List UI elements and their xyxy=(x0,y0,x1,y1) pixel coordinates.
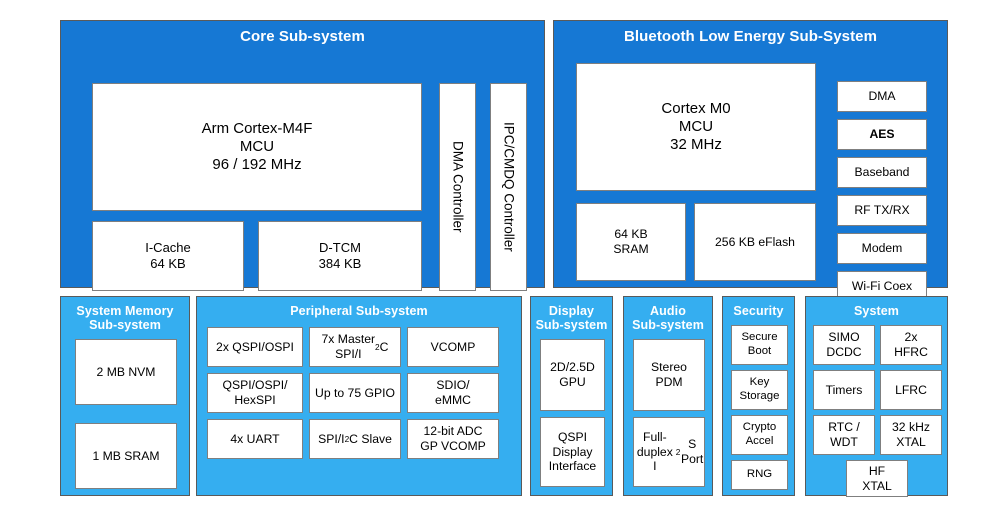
block-sdio-emmc: SDIO/ eMMC xyxy=(407,373,499,413)
block-4x-uart: 4x UART xyxy=(207,419,303,459)
block-cortex-m0: Cortex M0 MCU 32 MHz xyxy=(576,63,816,191)
panel-security-title: Security xyxy=(733,304,784,318)
block-crypto-accel: Crypto Accel xyxy=(731,415,788,455)
panel-system-title: System xyxy=(853,304,900,318)
block-simo-dcdc: SIMO DCDC xyxy=(813,325,875,365)
block-2mb-nvm: 2 MB NVM xyxy=(75,339,177,405)
block-ble-dma: DMA xyxy=(837,81,927,112)
block-stereo-pdm: Stereo PDM xyxy=(633,339,705,411)
panel-system-memory-subsystem-title: System Memory Sub-system xyxy=(76,304,174,332)
block-qspi-display-interface: QSPI Display Interface xyxy=(540,417,605,487)
block-2x-hfrc: 2x HFRC xyxy=(880,325,942,365)
block-rng: RNG xyxy=(731,460,788,490)
block-timers: Timers xyxy=(813,370,875,410)
block-ble-rf-tx-rx: RF TX/RX xyxy=(837,195,927,226)
panel-core-subsystem: Core Sub-system Arm Cortex-M4F MCU 96 / … xyxy=(60,20,545,291)
block-hf-xtal: HF XTAL xyxy=(846,460,908,497)
block-key-storage: Key Storage xyxy=(731,370,788,410)
panel-security: Security Secure Boot Key Storage Crypto … xyxy=(722,296,795,496)
panel-audio-subsystem-title: Audio Sub-system xyxy=(632,304,704,332)
block-up-to-75-gpio: Up to 75 GPIO xyxy=(309,373,401,413)
block-ble-eflash: 256 KB eFlash xyxy=(694,203,816,281)
panel-ble-subsystem-title: Bluetooth Low Energy Sub-System xyxy=(623,28,878,45)
block-lfrc: LFRC xyxy=(880,370,942,410)
panel-display-subsystem-title: Display Sub-system xyxy=(535,304,608,332)
block-12-bit-adc-gp-vcomp: 12-bit ADC GP VCOMP xyxy=(407,419,499,459)
panel-peripheral-subsystem: Peripheral Sub-system 2x QSPI/OSPI 7x Ma… xyxy=(196,296,522,496)
panel-core-subsystem-title: Core Sub-system xyxy=(240,28,365,45)
block-2d-2-5d-gpu: 2D/2.5D GPU xyxy=(540,339,605,411)
block-ble-baseband: Baseband xyxy=(837,157,927,188)
block-ble-aes: AES xyxy=(837,119,927,150)
block-ble-sram: 64 KB SRAM xyxy=(576,203,686,281)
block-1mb-sram: 1 MB SRAM xyxy=(75,423,177,489)
block-2x-qspi-ospi: 2x QSPI/OSPI xyxy=(207,327,303,367)
block-d-tcm: D-TCM 384 KB xyxy=(258,221,422,291)
block-32khz-xtal: 32 kHz XTAL xyxy=(880,415,942,455)
panel-ble-subsystem: Bluetooth Low Energy Sub-System Cortex M… xyxy=(553,20,948,302)
panel-system-memory-subsystem: System Memory Sub-system 2 MB NVM 1 MB S… xyxy=(60,296,190,496)
block-vcomp: VCOMP xyxy=(407,327,499,367)
block-arm-cortex-m4f: Arm Cortex-M4F MCU 96 / 192 MHz xyxy=(92,83,422,211)
block-ipc-cmdq-controller: IPC/CMDQ Controller xyxy=(490,83,527,291)
block-i-cache: I-Cache 64 KB xyxy=(92,221,244,291)
block-secure-boot: Secure Boot xyxy=(731,325,788,365)
block-dma-controller: DMA Controller xyxy=(439,83,476,291)
panel-display-subsystem: Display Sub-system 2D/2.5D GPU QSPI Disp… xyxy=(530,296,613,496)
panel-peripheral-subsystem-title: Peripheral Sub-system xyxy=(290,304,428,318)
panel-system: System SIMO DCDC 2x HFRC Timers LFRC RTC… xyxy=(805,296,948,497)
block-rtc-wdt: RTC / WDT xyxy=(813,415,875,455)
block-ble-modem: Modem xyxy=(837,233,927,264)
block-qspi-ospi-hexspi: QSPI/OSPI/ HexSPI xyxy=(207,373,303,413)
